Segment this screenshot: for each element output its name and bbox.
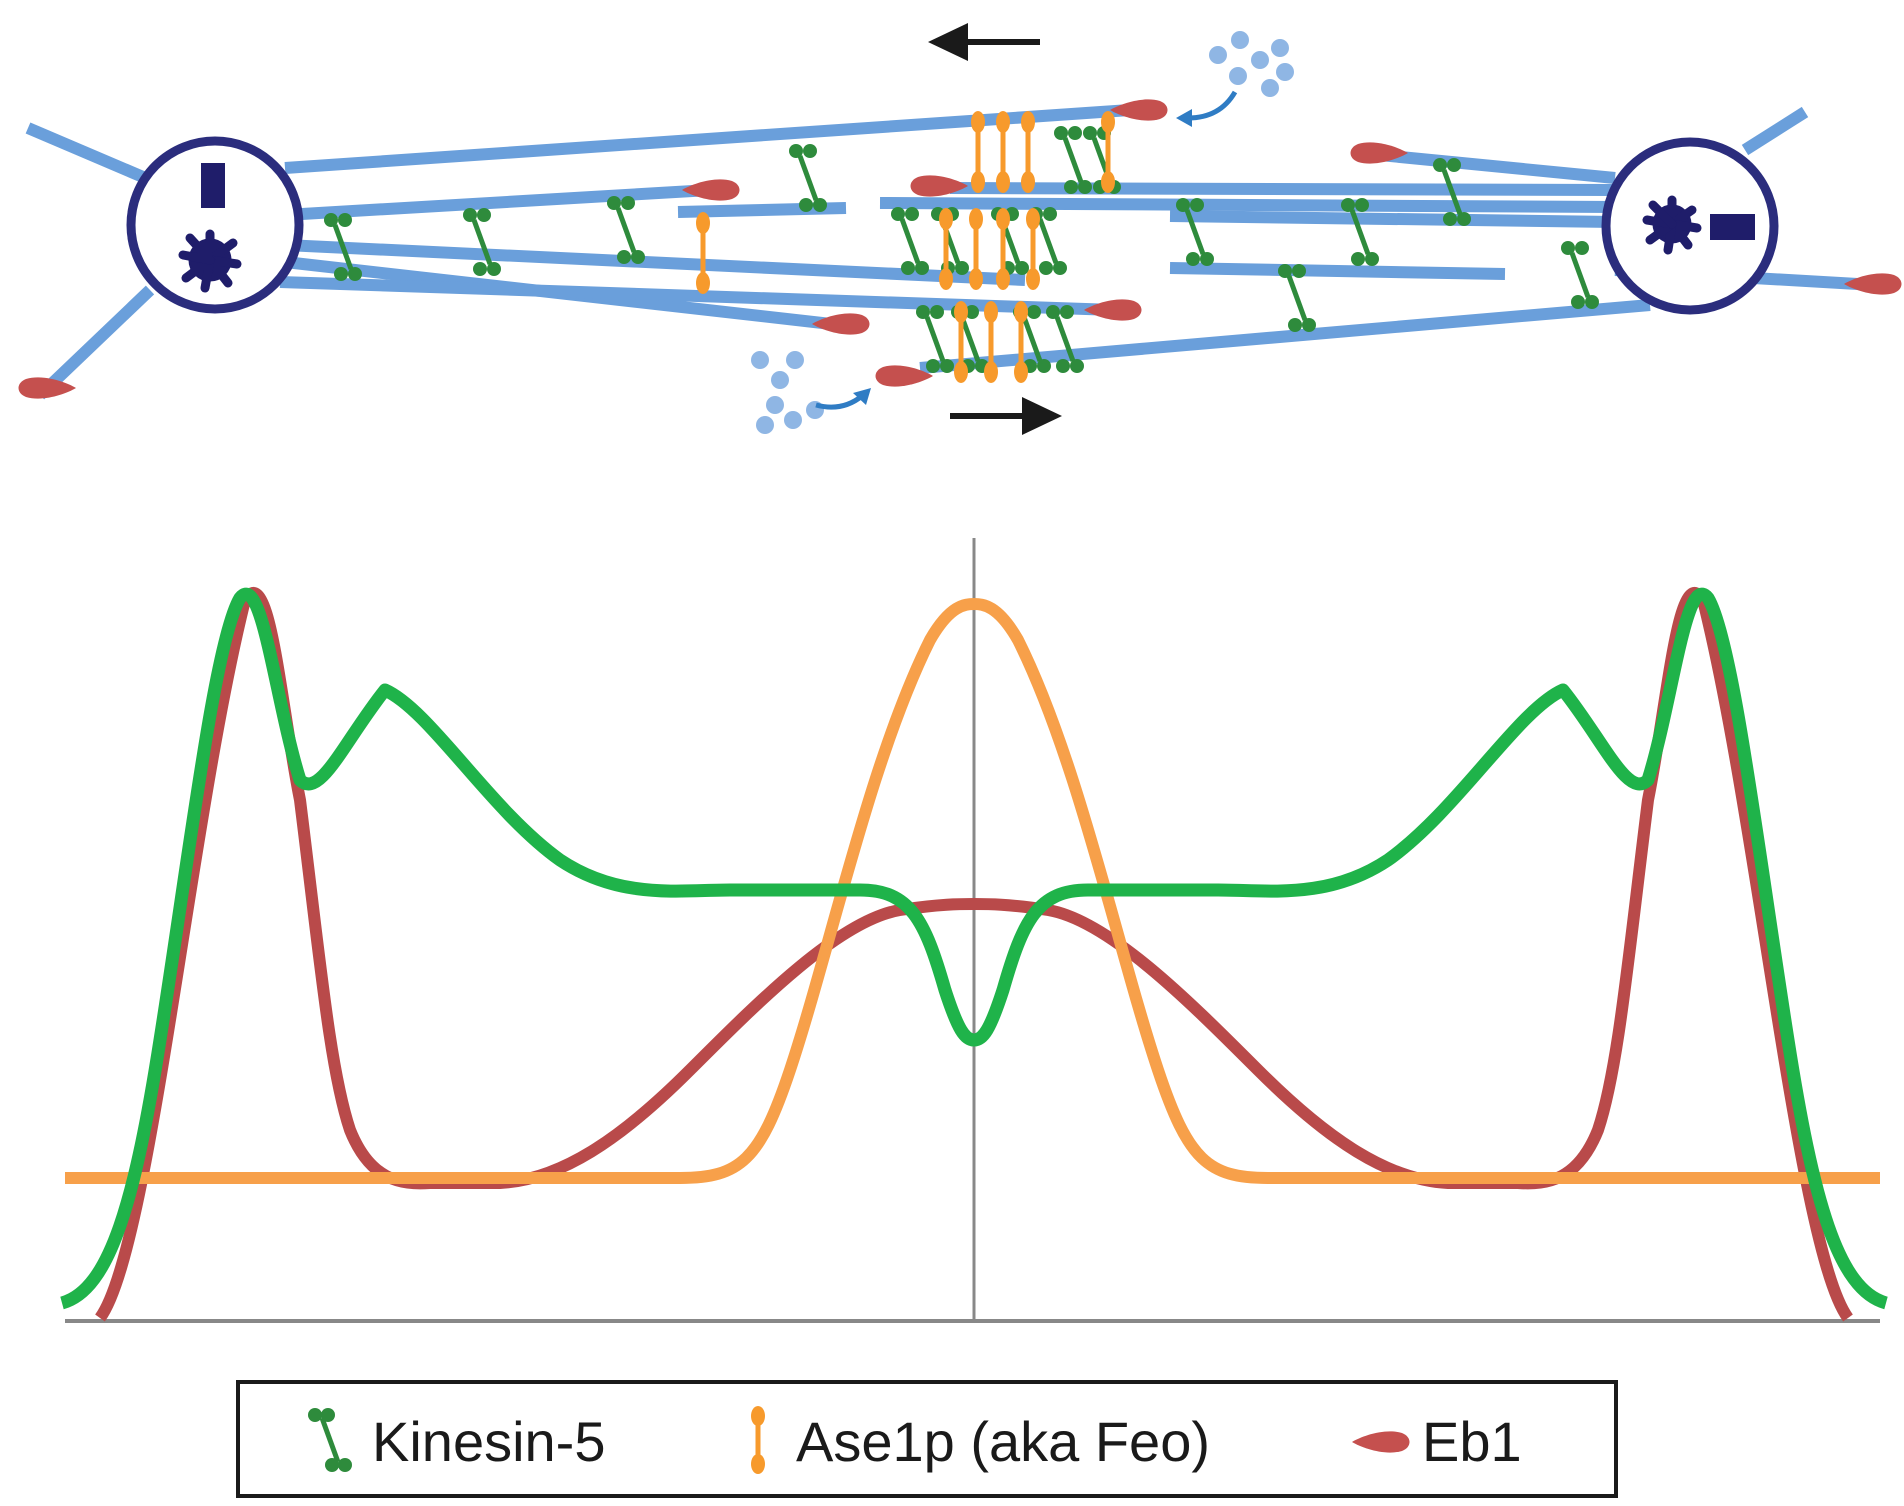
kinesin-5-profile-curve [59, 588, 1889, 1310]
eb1-comet-icon [682, 179, 740, 201]
kinesin-5-motor-icon [916, 305, 954, 373]
ase1p-crosslinker-icon [1101, 111, 1115, 193]
curved-arrow-icon [1176, 90, 1238, 127]
ase1p-crosslinker-icon [984, 301, 998, 383]
legend-ase1p-label: Ase1p (aka Feo) [796, 1410, 1210, 1473]
eb1-comet-icon [18, 377, 76, 399]
ase1p-crosslinkers [696, 111, 1115, 383]
tubulin-dimer-icon [1209, 46, 1227, 64]
eb1-comet-icon [910, 175, 968, 197]
mt-fragment [1169, 262, 1506, 280]
interpolar-mt [284, 184, 711, 221]
spindle-pole-icon [1642, 195, 1702, 255]
kinesin-5-motor-icon [1054, 126, 1092, 194]
tubulin-dimer-icon [766, 396, 784, 414]
tubulin-dimer-icon [786, 351, 804, 369]
astral-mt [1741, 106, 1809, 156]
ase1p-crosslinker-icon [971, 111, 985, 193]
astral-mt [25, 122, 153, 186]
tubulin-dimer-icon [1229, 67, 1247, 85]
astral-mt [35, 285, 155, 400]
pole-marker-icon [201, 163, 225, 208]
interpolar-mt [919, 299, 1651, 374]
ase1p-crosslinker-icon [1021, 111, 1035, 193]
eb1-comet-icon [1844, 273, 1902, 295]
kinesin-5-motor-icon [1561, 241, 1599, 309]
ase1p-crosslinker-icon [954, 301, 968, 383]
tubulin-dimer-icon [1276, 63, 1294, 81]
ase1p-icon [751, 1406, 765, 1474]
tubulin-dimer-icon [1261, 79, 1279, 97]
legend-kinesin-label: Kinesin-5 [372, 1410, 605, 1473]
tubulin-dimer-icon [751, 351, 769, 369]
kinesin-5-motor-icon [1341, 198, 1379, 266]
tubulin-dimer-icon [1251, 51, 1269, 69]
legend-eb1-label: Eb1 [1422, 1410, 1522, 1473]
tubulin-dimer-icon [1271, 39, 1289, 57]
interpolar-mt [949, 182, 1616, 196]
legend: Kinesin-5 Ase1p (aka Feo) Eb1 [236, 1380, 1618, 1498]
kinesin-5-icon [308, 1408, 352, 1472]
kinesin-5-motor-icon [463, 208, 501, 276]
pole-marker-icon [1710, 214, 1755, 240]
interpolar-mt [1379, 149, 1616, 184]
ase1p-crosslinker-icon [996, 208, 1010, 290]
interpolar-mt [284, 239, 1026, 286]
tubulin-dimer-icon [1231, 31, 1249, 49]
curved-arrow-icon [815, 388, 871, 410]
arrow-left-icon [928, 23, 1040, 61]
ase1p-crosslinker-icon [939, 208, 953, 290]
kinesin-5-motor-icon [891, 207, 929, 275]
ase1p-crosslinker-icon [996, 111, 1010, 193]
spindle-pole-icon [178, 229, 242, 293]
kinesin-5-motor-icon [789, 144, 827, 212]
eb1-comet-icon [812, 313, 870, 335]
kinesin-5-motors [324, 126, 1599, 373]
kinesin-5-motor-icon [1278, 264, 1316, 332]
kinesin-5-motor-icon [1176, 198, 1214, 266]
kinesin-5-motor-icon [1433, 158, 1471, 226]
arrow-right-icon [950, 397, 1062, 435]
ase1p-crosslinker-icon [969, 208, 983, 290]
kinesin-5-motor-icon [607, 196, 645, 264]
eb1-icon [1352, 1431, 1410, 1453]
distribution-plot [59, 538, 1889, 1323]
ase1p-crosslinker-icon [1026, 208, 1040, 290]
spindle-schematic [18, 23, 1902, 435]
eb1-comet-icon [875, 365, 933, 387]
eb1-comet-icon [1084, 299, 1142, 321]
interpolar-mt [284, 104, 1131, 174]
eb1-comets [18, 99, 1902, 399]
ase1p-profile-curve [65, 598, 1880, 1184]
eb1-comet-icon [1110, 99, 1168, 121]
tubulin-pools [751, 31, 1294, 434]
interpolar-mt [279, 276, 1116, 316]
spindle-pole-left [126, 136, 304, 314]
eb1-comet-icon [1350, 142, 1408, 164]
tubulin-dimer-icon [784, 411, 802, 429]
kinesin-5-motor-icon [324, 213, 362, 281]
microtubules [25, 104, 1876, 400]
ase1p-crosslinker-icon [1014, 301, 1028, 383]
tubulin-dimer-icon [756, 416, 774, 434]
spindle-pole-right [1601, 137, 1779, 315]
interpolar-mt [1169, 210, 1616, 228]
kinesin-5-motor-icon [1046, 305, 1084, 373]
interpolar-mt [879, 197, 1616, 213]
tubulin-dimer-icon [771, 371, 789, 389]
ase1p-crosslinker-icon [696, 212, 710, 294]
